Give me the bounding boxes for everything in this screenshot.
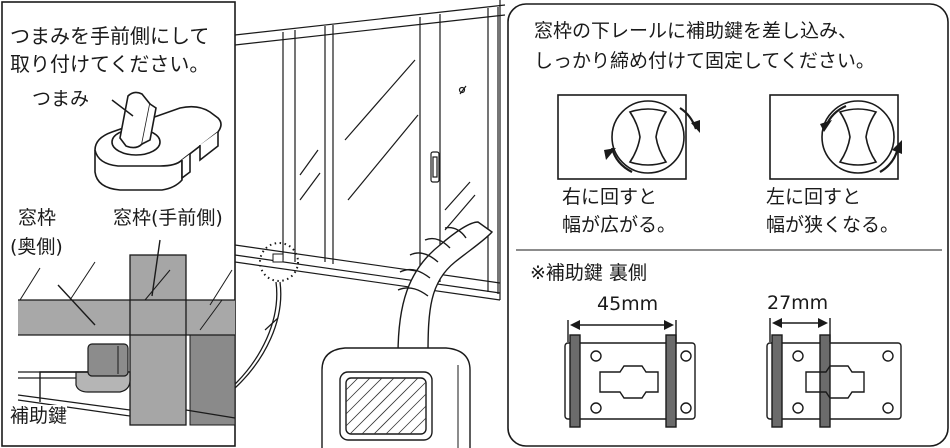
dial-right-caption-line2: 幅が広がる。	[562, 214, 677, 236]
knob-label: つまみ	[32, 88, 90, 111]
left-panel-border	[1, 1, 236, 447]
exhaust-duct	[397, 221, 494, 356]
lock-label: 補助鍵	[10, 405, 68, 428]
callout-connector	[234, 281, 282, 389]
left-instruction-line1: つまみを手前側にして	[10, 24, 210, 48]
frame-back-label-line2: (奥側)	[10, 236, 63, 258]
left-instruction-line2: 取り付けてください。	[10, 52, 210, 76]
dim-narrow-label: 27mm	[767, 292, 829, 314]
right-instruction-line2: しっかり締め付けて固定してください。	[534, 50, 875, 72]
knob-illustration	[94, 91, 222, 191]
frame-back-label-line1: 窓枠	[18, 207, 57, 229]
callout-circle	[259, 242, 299, 282]
right-instruction-line1: 窓枠の下レールに補助鍵を差し込み、	[534, 20, 858, 42]
dial-right-caption-line1: 右に回すと	[562, 186, 658, 208]
dim-wide-label: 45mm	[597, 293, 659, 315]
right-panel-border	[507, 3, 949, 447]
dial-narrow-illustration	[769, 94, 900, 180]
lock-back-wide	[564, 320, 696, 428]
lock-back-narrow	[766, 318, 902, 428]
ac-grille-hatching	[345, 377, 427, 435]
dial-left-caption-line2: 幅が狭くなる。	[766, 214, 900, 236]
window-frame-illustration	[234, 0, 506, 331]
frame-front-label: 窓枠(手前側)	[113, 207, 223, 229]
dial-widen-illustration	[557, 94, 698, 180]
frame-closeup	[17, 254, 236, 426]
knob-pointer-line	[111, 99, 134, 117]
dial-left-caption-line1: 左に回すと	[766, 186, 862, 208]
portable-ac-unit	[321, 347, 471, 448]
back-view-heading: ※補助鍵 裏側	[530, 262, 647, 284]
